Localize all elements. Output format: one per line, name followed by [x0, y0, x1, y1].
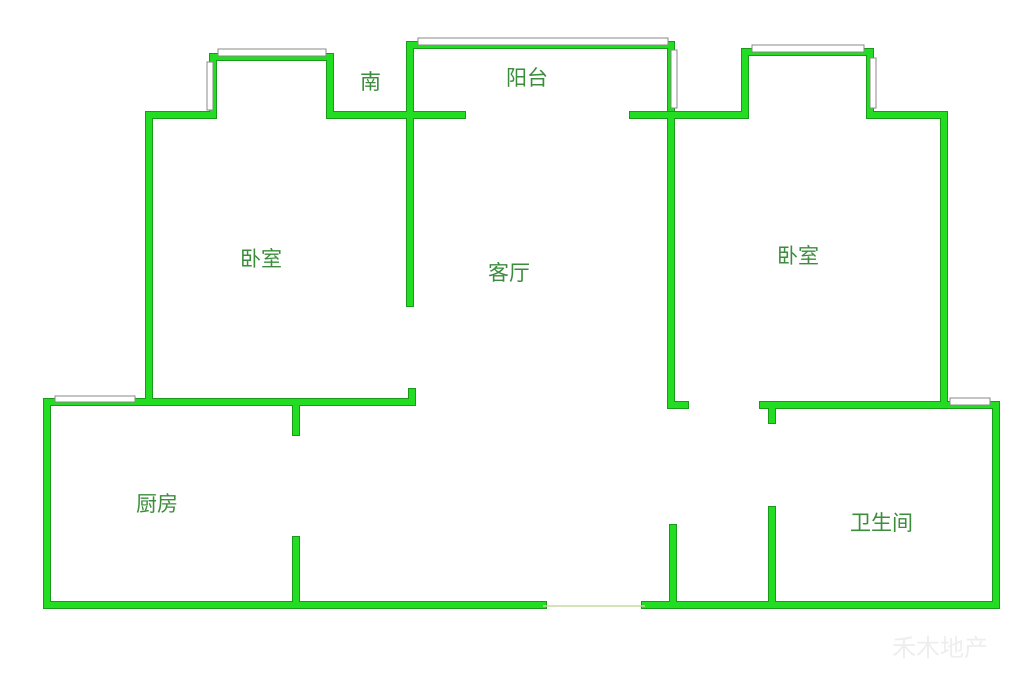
label-south: 南 [360, 70, 381, 94]
wall-outline [44, 42, 999, 608]
windows [54, 37, 991, 607]
label-bedroom-left: 卧室 [240, 247, 282, 271]
label-bedroom-right: 卧室 [777, 244, 819, 268]
label-living-room: 客厅 [488, 261, 530, 285]
label-kitchen: 厨房 [136, 492, 178, 516]
label-bathroom: 卫生间 [850, 511, 913, 535]
watermark: 禾木地产 [892, 634, 988, 662]
label-balcony: 阳台 [506, 66, 548, 90]
